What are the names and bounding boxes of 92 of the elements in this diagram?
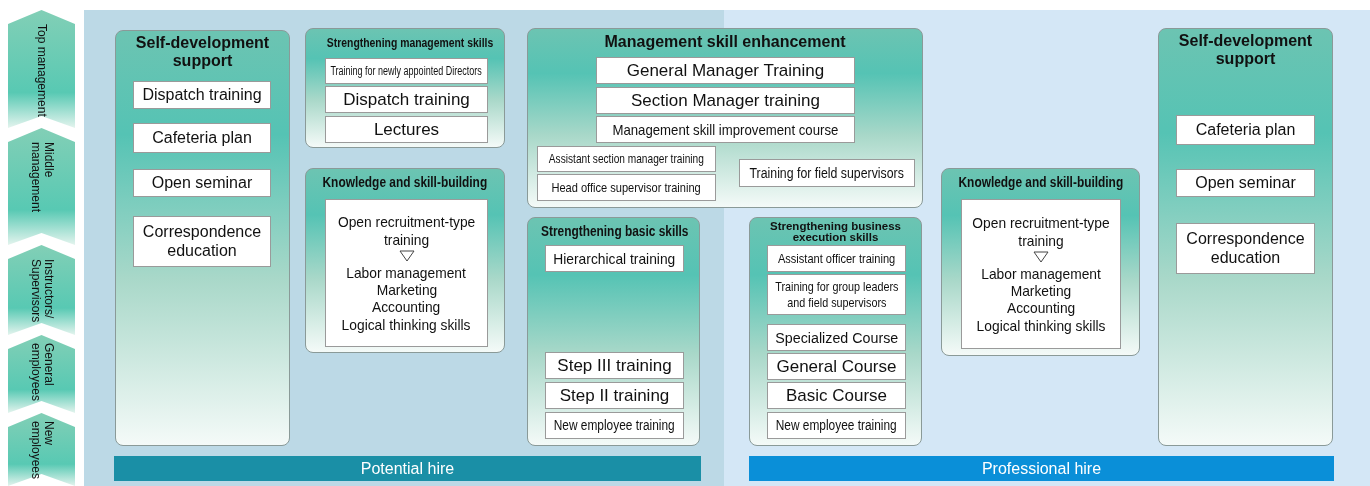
course-box — [767, 274, 906, 315]
course-box — [545, 412, 684, 439]
course-box — [325, 58, 488, 84]
hire-band: Potential hire — [114, 456, 701, 481]
course-label: Cafeteria plan — [152, 128, 252, 148]
topic-label: Logical thinking skills — [976, 316, 1106, 334]
course-box — [1176, 115, 1315, 145]
course-label: Lectures — [373, 119, 440, 140]
course-box — [537, 146, 716, 172]
course-box — [596, 57, 855, 84]
course-box — [961, 199, 1121, 349]
course-label: Dispatch training — [343, 89, 470, 110]
program-panel — [941, 168, 1140, 356]
topic-label: Marketing — [376, 281, 437, 299]
course-label: Dispatch training — [142, 85, 262, 105]
program-panel — [527, 217, 700, 446]
level-label: New employees — [28, 421, 55, 482]
level-tab — [8, 245, 75, 335]
course-box — [767, 382, 906, 409]
course-box — [133, 216, 271, 267]
topic-label: Logical thinking skills — [342, 315, 471, 333]
program-panel — [305, 28, 505, 148]
course-label: Open recruitment-type training — [971, 214, 1111, 249]
topic-label: Accounting — [1006, 299, 1076, 317]
level-label: General employees — [28, 343, 55, 404]
course-label: Assistant officer training — [777, 250, 896, 267]
course-label: Open seminar — [151, 173, 253, 193]
program-panel — [527, 28, 923, 208]
course-box — [545, 245, 684, 272]
course-label: Correspondence education — [1185, 230, 1306, 267]
course-label: General Manager Training — [626, 60, 825, 81]
course-box — [545, 382, 684, 409]
course-label: Basic Course — [785, 385, 888, 406]
topic-label: Marketing — [1010, 282, 1072, 300]
program-panel — [115, 30, 290, 446]
panel-title: Knowledge and skill-building — [958, 174, 1123, 191]
level-label: Instructors/ Supervisors — [28, 259, 55, 325]
course-box — [596, 116, 855, 143]
panel-title: Knowledge and skill-building — [322, 174, 488, 191]
course-box — [133, 169, 271, 197]
course-box — [325, 86, 488, 113]
course-box — [767, 412, 906, 439]
course-box — [133, 123, 271, 153]
course-label: Training for group leaders and field supervisors — [773, 279, 900, 310]
course-box — [1176, 169, 1315, 197]
course-label: Step III training — [557, 355, 672, 376]
panel-title: Strengthening management skills — [326, 36, 494, 51]
course-box — [133, 81, 271, 109]
level-tab — [8, 128, 75, 245]
hire-band: Professional hire — [749, 456, 1334, 481]
course-label: Open seminar — [1195, 173, 1296, 193]
topic-label: Labor management — [981, 264, 1101, 282]
panel-title: Strengthening basic skills — [541, 223, 689, 240]
course-label: Open recruitment-type training — [336, 213, 477, 248]
course-label: Management skill improvement course — [612, 120, 839, 139]
course-box — [545, 352, 684, 379]
course-box — [739, 159, 915, 187]
course-box — [767, 353, 906, 380]
course-label: New employee training — [554, 417, 675, 434]
course-label: Hierarchical training — [553, 249, 676, 268]
course-label: Cafeteria plan — [1195, 120, 1296, 140]
course-label: Training for field supervisors — [749, 164, 905, 182]
course-box — [596, 87, 855, 114]
level-tab — [8, 10, 75, 128]
course-box — [537, 174, 716, 201]
course-label: Specialized Course — [775, 328, 898, 347]
program-panel — [305, 168, 505, 353]
course-label: Training for newly appointed Directors — [330, 63, 483, 79]
course-label: New employee training — [776, 417, 897, 434]
course-box — [767, 245, 906, 272]
panel-title: Management skill enhancement — [604, 33, 846, 52]
course-box — [767, 324, 906, 351]
topic-label: Accounting — [372, 298, 441, 316]
level-label: Middle management — [28, 142, 55, 215]
course-label: Correspondence education — [141, 223, 263, 260]
panel-title: Self-development support — [1177, 32, 1314, 69]
level-label: Top management — [34, 24, 49, 117]
course-label: Step II training — [559, 385, 670, 406]
program-panel — [1158, 28, 1333, 446]
program-panel — [749, 217, 922, 446]
panel-title: Self-development support — [134, 34, 271, 71]
level-tab — [8, 335, 75, 413]
course-box — [325, 199, 488, 347]
topic-label: Labor management — [346, 263, 467, 281]
course-label: Head office supervisor training — [551, 179, 702, 196]
course-box — [325, 116, 488, 143]
course-label: Section Manager training — [631, 90, 820, 111]
course-label: Assistant section manager training — [549, 151, 704, 167]
panel-title: Strengthening business execution skills — [769, 221, 902, 243]
course-box — [1176, 223, 1315, 274]
level-tab — [8, 413, 75, 486]
course-label: General Course — [776, 356, 897, 377]
